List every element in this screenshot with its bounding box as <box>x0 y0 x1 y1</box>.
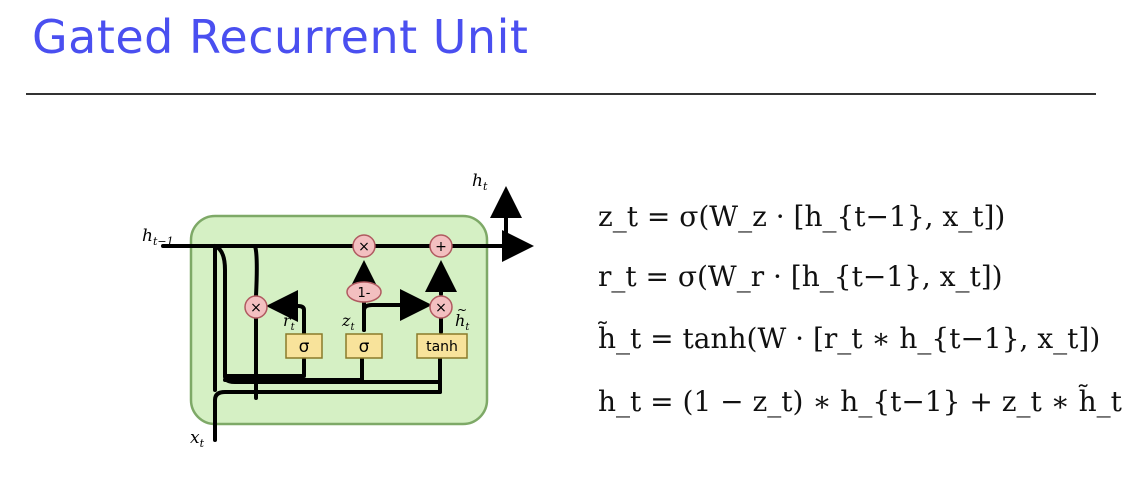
svg-text:σ: σ <box>299 337 310 357</box>
equation-candidate: h̃_t = tanh(W · [r_t ∗ h_{t−1}, x_t]) <box>598 322 1100 355</box>
svg-text:1-: 1- <box>358 286 371 301</box>
label-h-tilde: ht <box>455 311 470 333</box>
equation-text: r_t = σ(W_r · [h_{t−1}, x_t]) <box>598 260 1003 293</box>
label-h-prev: ht−1 <box>142 226 174 248</box>
h-tilde-mark: ~ <box>457 303 467 317</box>
equation-text: h̃_t = tanh(W · [r_t ∗ h_{t−1}, x_t]) <box>598 322 1101 355</box>
slide-title: Gated Recurrent Unit <box>32 10 529 64</box>
label-h-out: ht <box>472 171 488 193</box>
svg-text:+: + <box>435 239 447 255</box>
input-line <box>213 390 442 442</box>
svg-text:tanh: tanh <box>426 339 458 355</box>
svg-text:×: × <box>435 300 447 316</box>
equation-text: h_t = (1 − z_t) ∗ h_{t−1} + z_t ∗ h̃_t <box>598 385 1122 418</box>
tanh-box: tanh <box>416 333 468 359</box>
one-minus-op: 1- <box>346 281 382 303</box>
equation-text: z_t = σ(W_z · [h_{t−1}, x_t]) <box>598 200 1006 233</box>
hprev-to-reset-op <box>253 244 259 298</box>
reset-gate-line <box>266 290 306 360</box>
equation-hidden-state: h_t = (1 − z_t) ∗ h_{t−1} + z_t ∗ h̃_t <box>598 385 1122 418</box>
reset-gate-sigma: σ <box>285 333 323 359</box>
svg-text:×: × <box>358 239 370 255</box>
candidate-multiply-op: × <box>429 295 453 319</box>
add-op: + <box>429 234 453 258</box>
svg-text:×: × <box>250 300 262 316</box>
gru-diagram: × × + × 1- σ σ tanh <box>142 171 534 450</box>
title-divider <box>26 93 1096 95</box>
equation-reset-gate: r_t = σ(W_r · [h_{t−1}, x_t]) <box>598 260 1003 293</box>
gru-cell <box>189 214 489 426</box>
label-r: rt <box>283 311 296 333</box>
label-x-in: xt <box>190 428 205 450</box>
svg-text:σ: σ <box>359 337 370 357</box>
equation-update-gate: z_t = σ(W_z · [h_{t−1}, x_t]) <box>598 200 1005 233</box>
reset-multiply-op: × <box>244 295 268 319</box>
label-z: zt <box>341 311 355 333</box>
update-gate-sigma: σ <box>345 333 383 359</box>
update-gate-input <box>223 356 364 382</box>
reset-input <box>223 358 306 378</box>
update-multiply-op: × <box>352 234 376 258</box>
